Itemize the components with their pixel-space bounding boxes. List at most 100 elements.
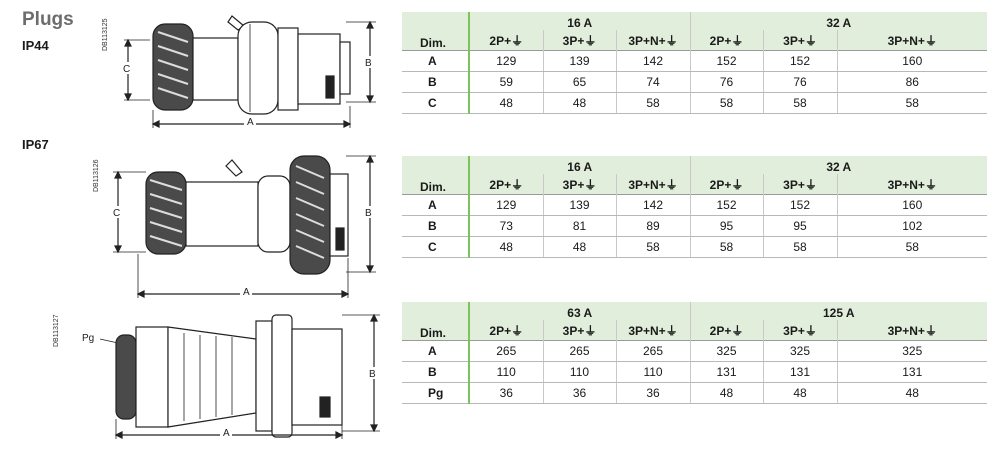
pole-header: 3P+N+⏚ xyxy=(615,320,691,341)
page-title: Plugs xyxy=(22,9,74,30)
table-cell: 73 xyxy=(468,215,543,237)
table-cell: 129 xyxy=(468,50,543,72)
row-label: A xyxy=(402,194,469,216)
table-cell: 95 xyxy=(762,215,838,237)
pole-header: 2P+⏚ xyxy=(689,174,764,195)
table-cell: 81 xyxy=(542,215,616,237)
row-label: B xyxy=(402,71,469,93)
table-cell: 58 xyxy=(762,236,838,258)
row-label: A xyxy=(402,340,469,362)
plug-ip44-drawing: A C B xyxy=(122,15,376,128)
current-group-header: 32 A xyxy=(689,12,988,30)
table-cell: 48 xyxy=(468,236,543,258)
table-cell: 131 xyxy=(762,361,838,383)
table-row: B 59 65 74 76 76 86 xyxy=(402,71,988,93)
table-cell: 152 xyxy=(689,50,764,72)
dim-label-b: B xyxy=(365,58,372,69)
dim-label-b: B xyxy=(369,369,376,380)
table-cell: 110 xyxy=(615,361,691,383)
table-cell: 102 xyxy=(836,215,988,237)
table-cell: 48 xyxy=(762,382,838,404)
pole-header: 3P+⏚ xyxy=(542,320,616,341)
table-cell: 325 xyxy=(762,340,838,362)
table-cell: 59 xyxy=(468,71,543,93)
table-cell: 152 xyxy=(689,194,764,216)
row-label: A xyxy=(402,50,469,72)
dim-header: Dim. xyxy=(402,302,469,341)
current-group-header: 16 A xyxy=(467,12,691,30)
dim-label-pg: Pg xyxy=(82,333,94,344)
table-cell: 58 xyxy=(836,92,988,114)
table-row: B 110 110 110 131 131 131 xyxy=(402,361,988,383)
table-cell: 58 xyxy=(689,236,764,258)
row-label: Pg xyxy=(402,382,469,404)
table-cell: 76 xyxy=(762,71,838,93)
table-cell: 48 xyxy=(542,236,616,258)
table-row: A 129 139 142 152 152 160 xyxy=(402,50,988,72)
pole-header: 2P+⏚ xyxy=(689,320,764,341)
table-cell: 48 xyxy=(689,382,764,404)
dim-label-b: B xyxy=(365,208,372,219)
table-cell: 36 xyxy=(468,382,543,404)
dimension-table-ip44: Dim. 16 A 32 A 2P+⏚ 3P+⏚ 3P+N+⏚ 2P+⏚ 3P+… xyxy=(402,12,988,114)
pole-header: 2P+⏚ xyxy=(689,30,764,51)
drawing-code-2: DB113126 xyxy=(93,159,100,192)
table-cell: 110 xyxy=(542,361,616,383)
table-cell: 48 xyxy=(468,92,543,114)
table-cell: 89 xyxy=(615,215,691,237)
pole-header: 2P+⏚ xyxy=(468,320,543,341)
current-group-header: 125 A xyxy=(689,302,988,320)
row-label: B xyxy=(402,361,469,383)
table-cell: 110 xyxy=(468,361,543,383)
current-group-header: 32 A xyxy=(689,156,988,174)
pole-header: 3P+⏚ xyxy=(542,30,616,51)
table-cell: 58 xyxy=(615,92,691,114)
pole-header: 3P+⏚ xyxy=(762,174,838,195)
table-cell: 65 xyxy=(542,71,616,93)
dim-header: Dim. xyxy=(402,12,469,51)
pole-header: 3P+N+⏚ xyxy=(836,174,988,195)
table-cell: 152 xyxy=(762,194,838,216)
table-cell: 139 xyxy=(542,50,616,72)
table-cell: 86 xyxy=(836,71,988,93)
section-heading-ip67: IP67 xyxy=(22,137,49,152)
dim-header: Dim. xyxy=(402,156,469,195)
table-row: C 48 48 58 58 58 58 xyxy=(402,92,988,114)
section-heading-ip44: IP44 xyxy=(22,38,49,53)
pole-header: 3P+⏚ xyxy=(762,320,838,341)
pole-header: 3P+N+⏚ xyxy=(836,30,988,51)
table-row: A 129 139 142 152 152 160 xyxy=(402,194,988,216)
pole-header: 3P+⏚ xyxy=(542,174,616,195)
pole-header: 2P+⏚ xyxy=(468,30,543,51)
dim-label-a: A xyxy=(243,287,250,298)
current-group-header: 16 A xyxy=(467,156,691,174)
dimension-table-high-current: Dim. 63 A 125 A 2P+⏚ 3P+⏚ 3P+N+⏚ 2P+⏚ 3P… xyxy=(402,302,988,404)
table-cell: 160 xyxy=(836,50,988,72)
row-label: B xyxy=(402,215,469,237)
table-cell: 74 xyxy=(615,71,691,93)
drawing-code-1: DB113125 xyxy=(102,18,109,51)
table-cell: 58 xyxy=(615,236,691,258)
dimension-table-ip67: Dim. 16 A 32 A 2P+⏚ 3P+⏚ 3P+N+⏚ 2P+⏚ 3P+… xyxy=(402,156,988,258)
pole-header: 3P+N+⏚ xyxy=(615,174,691,195)
table-cell: 48 xyxy=(836,382,988,404)
pole-header: 3P+N+⏚ xyxy=(615,30,691,51)
table-cell: 160 xyxy=(836,194,988,216)
table-cell: 131 xyxy=(689,361,764,383)
table-cell: 48 xyxy=(542,92,616,114)
dim-label-c: C xyxy=(113,208,120,219)
table-cell: 265 xyxy=(615,340,691,362)
drawing-code-3: DB113127 xyxy=(53,314,60,347)
table-cell: 152 xyxy=(762,50,838,72)
table-cell: 95 xyxy=(689,215,764,237)
current-group-header: 63 A xyxy=(467,302,691,320)
row-label: C xyxy=(402,92,469,114)
table-cell: 139 xyxy=(542,194,616,216)
table-cell: 265 xyxy=(542,340,616,362)
table-row: A 265 265 265 325 325 325 xyxy=(402,340,988,362)
pole-header: 3P+N+⏚ xyxy=(836,320,988,341)
table-cell: 36 xyxy=(542,382,616,404)
table-cell: 325 xyxy=(689,340,764,362)
table-cell: 129 xyxy=(468,194,543,216)
table-cell: 142 xyxy=(615,194,691,216)
